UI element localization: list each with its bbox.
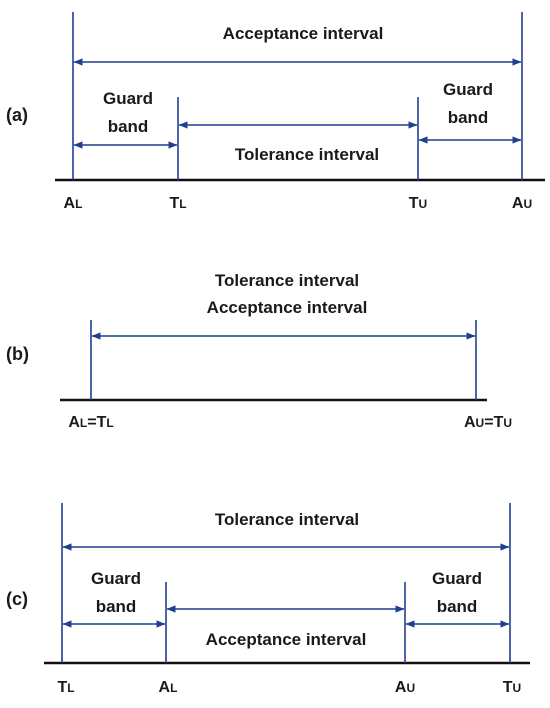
panel-b-acceptance-label: Acceptance interval [207,298,368,317]
panel-a-tick-au: AU [512,195,532,212]
panel-c-guard-band-right-line1: Guard [432,569,482,588]
panel-b-label: (b) [6,344,29,364]
panel-c-guard-band-left-line2: band [96,597,137,616]
panel-a-guard-band-right-line2: band [448,108,489,127]
panel-c-tick-au: AU [395,679,415,696]
panel-c: (c) Tolerance interval Guard band Accept… [6,503,530,696]
panel-a-guard-band-left-line1: Guard [103,89,153,108]
panel-c-tick-tu: TU [503,679,521,696]
panel-a-guard-band-right-line1: Guard [443,80,493,99]
panel-a-label: (a) [6,105,28,125]
panel-c-tick-al: AL [159,679,178,696]
panel-c-tolerance-label: Tolerance interval [215,510,359,529]
panel-a-acceptance-label: Acceptance interval [223,24,384,43]
panel-a: (a) Acceptance interval Guard band Toler… [6,12,545,212]
panel-b: (b) Tolerance interval Acceptance interv… [6,271,512,431]
panel-a-tick-al: AL [64,195,83,212]
panel-c-label: (c) [6,589,28,609]
panel-a-tick-tu: TU [409,195,427,212]
panel-c-guard-band-right-line2: band [437,597,478,616]
panel-b-tick-left: AL=TL [68,414,113,431]
panel-a-guard-band-left-line2: band [108,117,149,136]
panel-b-tolerance-label: Tolerance interval [215,271,359,290]
panel-a-tolerance-label: Tolerance interval [235,145,379,164]
panel-c-guard-band-left-line1: Guard [91,569,141,588]
panel-c-acceptance-label: Acceptance interval [206,630,367,649]
panel-b-tick-right: AU=TU [464,414,512,431]
panel-a-tick-tl: TL [169,195,186,212]
panel-c-tick-tl: TL [57,679,74,696]
